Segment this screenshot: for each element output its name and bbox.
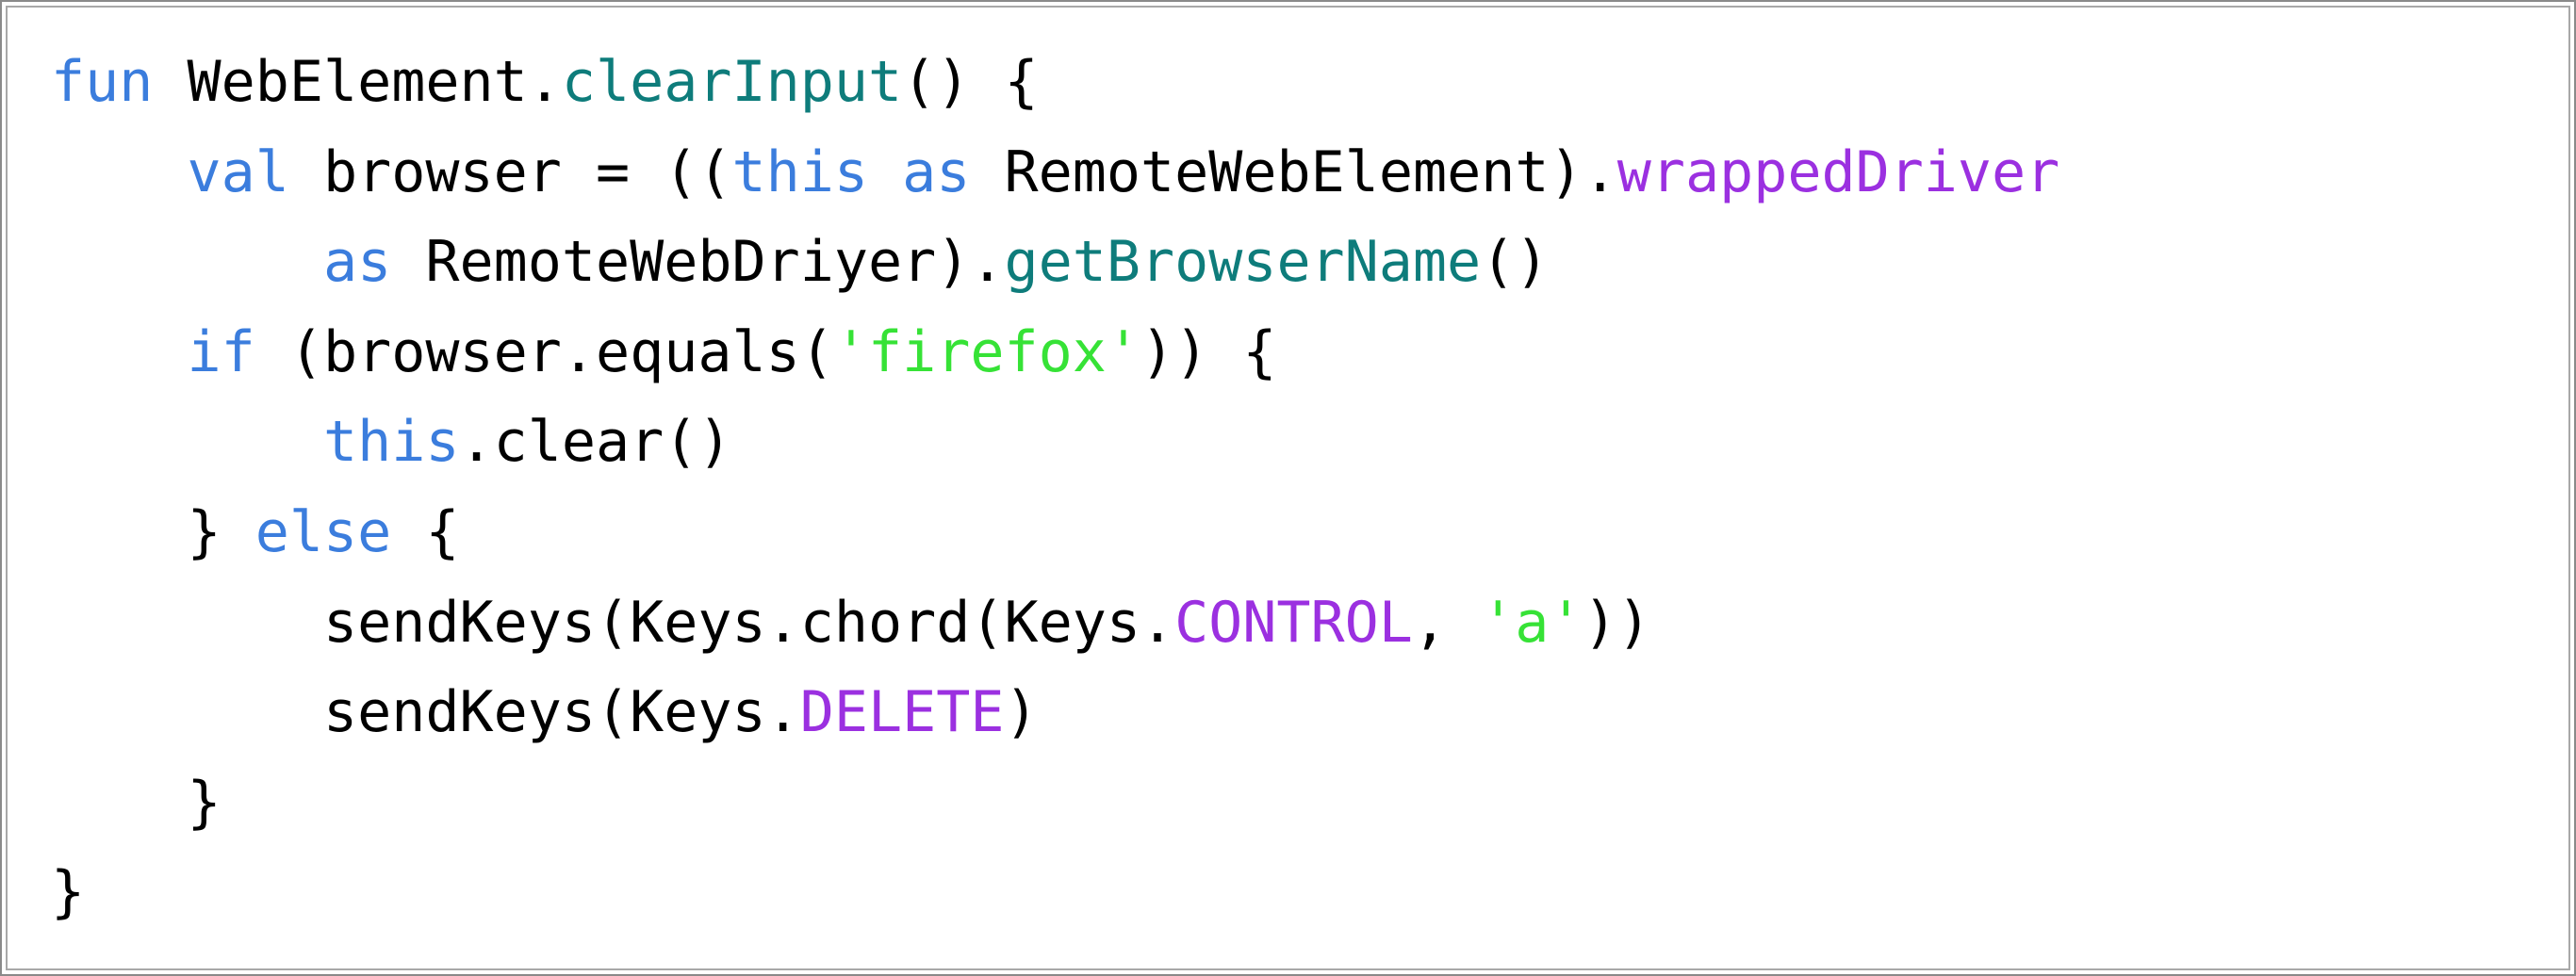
code-text: sendKeys(Keys.chord(Keys. [322,589,1175,656]
code-line: sendKeys(Keys.chord(Keys.CONTROL, 'a')) [51,578,2059,669]
code-function: clearInput [561,49,903,115]
code-keyword: if [187,318,255,385]
code-keyword: fun [51,49,154,115]
code-string: 'firefox' [833,318,1140,385]
code-string: 'a' [1481,589,1583,656]
code-keyword: as [322,229,392,296]
code-keyword: this [322,409,460,476]
code-line: } [51,758,2059,849]
code-text: (browser.equals( [254,318,834,385]
code-keyword: as [902,138,971,205]
code-line: } else { [51,488,2059,578]
code-text: } [187,769,222,836]
code-text: , [1412,589,1482,656]
code-keyword: val [187,138,289,205]
code-block: fun WebElement.clearInput() { val browse… [51,38,2059,938]
code-property: wrappedDriver [1616,138,2060,205]
code-text: RemoteWebElement). [970,138,1617,205]
code-line: fun WebElement.clearInput() { [51,38,2059,128]
code-text: .clear() [459,409,732,476]
code-line: sendKeys(Keys.DELETE) [51,668,2059,758]
code-property: DELETE [799,679,1005,746]
code-keyword: this [731,138,868,205]
code-line: } [51,848,2059,938]
code-text: )) { [1140,318,1277,385]
code-function: getBrowserName [1004,229,1482,296]
code-text: sendKeys(Keys. [322,679,800,746]
code-text: browser = (( [288,138,732,205]
code-text: WebElement. [153,49,562,115]
code-text: { [391,498,460,565]
code-keyword: else [254,498,392,565]
code-text: )) [1583,589,1651,656]
code-line: if (browser.equals('firefox')) { [51,308,2059,399]
code-text: () [1481,229,1550,296]
code-property: CONTROL [1174,589,1413,656]
code-line: this.clear() [51,398,2059,488]
code-line: as RemoteWebDriyer).getBrowserName() [51,218,2059,308]
code-text: () { [902,49,1039,115]
code-line: val browser = ((this as RemoteWebElement… [51,128,2060,219]
code-text: RemoteWebDriyer). [391,229,1005,296]
code-text [868,139,902,205]
code-text: } [187,498,255,565]
code-text: } [51,859,86,926]
code-text: ) [1004,679,1039,746]
